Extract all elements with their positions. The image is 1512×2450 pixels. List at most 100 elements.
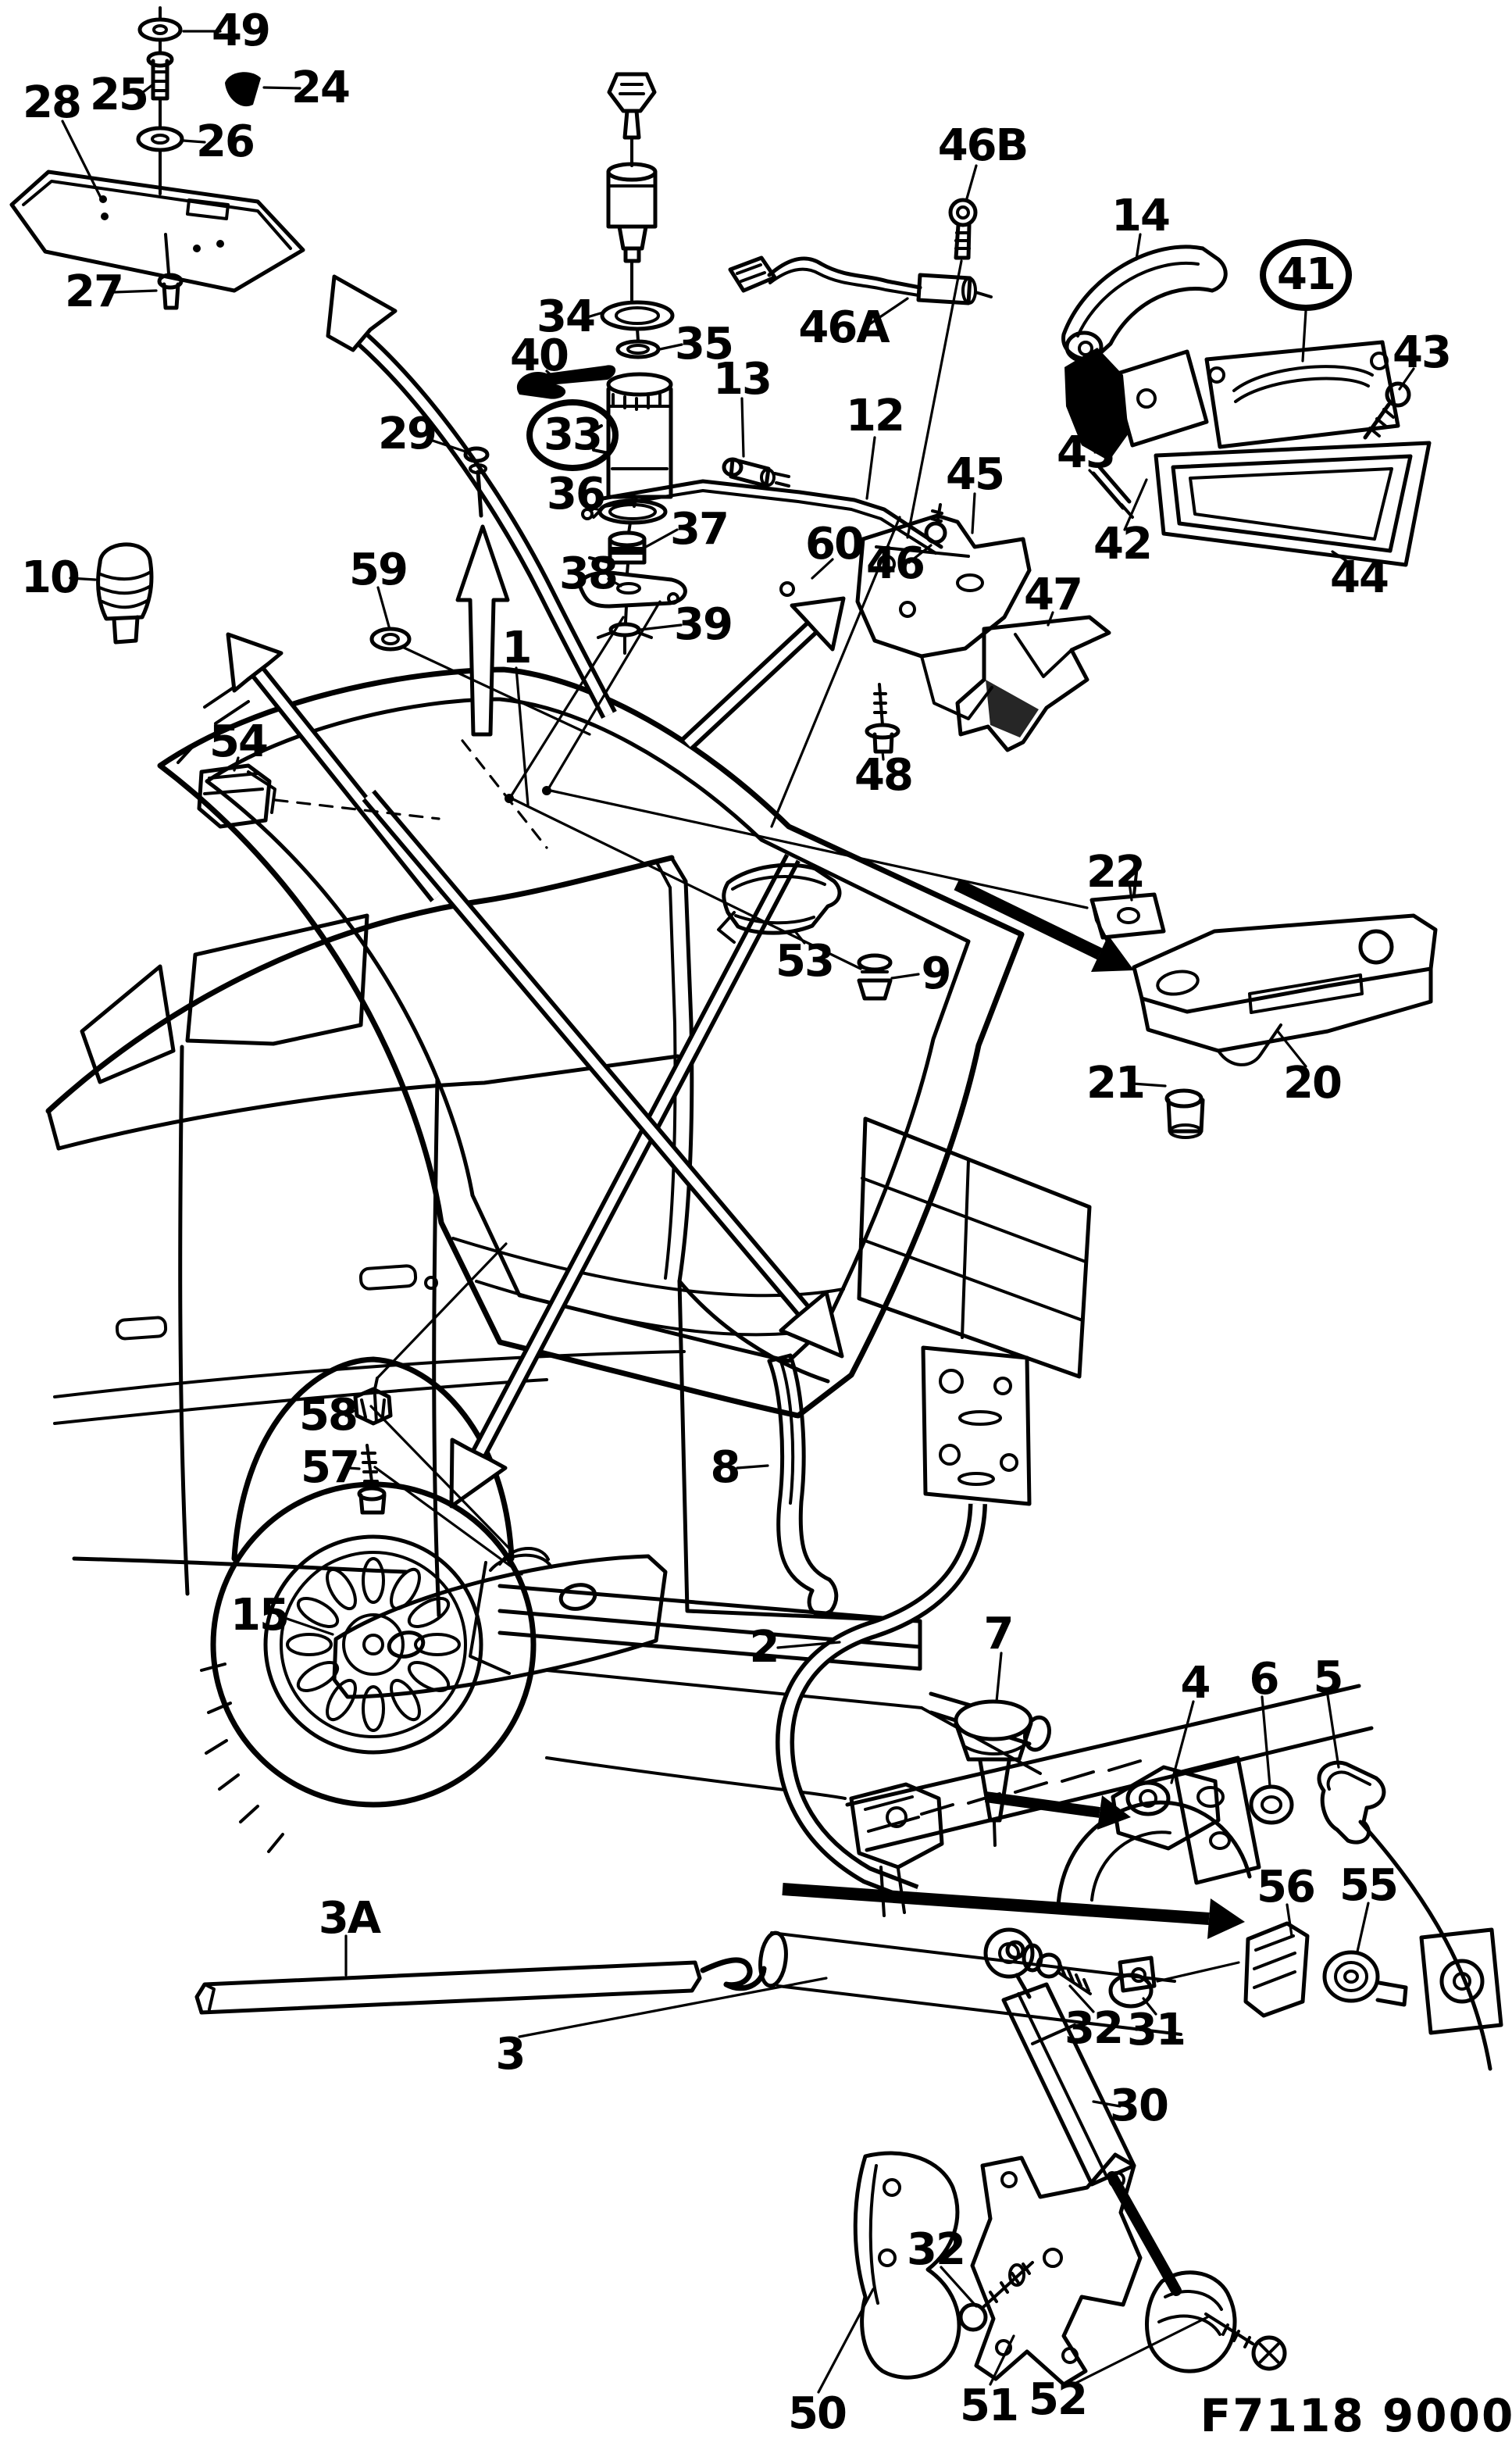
part-label-55: 55 xyxy=(1339,1860,1399,1911)
part-label-12: 12 xyxy=(846,391,905,441)
part-label-35: 35 xyxy=(675,319,734,370)
clip-53 xyxy=(717,862,842,944)
part-label-31: 31 xyxy=(1127,2005,1186,2055)
plug-9 xyxy=(857,953,893,1001)
lock-cylinder-stack xyxy=(516,72,790,655)
part-label-32: 32 xyxy=(1064,2003,1124,2054)
part-label-38: 38 xyxy=(559,548,619,599)
spoiler-fasteners xyxy=(136,6,261,310)
part-label-3A: 3A xyxy=(318,1893,381,1944)
leader-lines xyxy=(61,30,1415,2394)
screw-57 xyxy=(357,1444,387,1515)
plate-38 xyxy=(578,570,687,609)
part-label-41: 41 xyxy=(1260,239,1352,311)
hinge-plate xyxy=(921,1345,1032,1506)
bracket-4 xyxy=(1111,1755,1261,1885)
pin-13 xyxy=(722,457,790,488)
part-label-58: 58 xyxy=(299,1390,358,1441)
buffer-10 xyxy=(96,542,154,645)
grommet-55 xyxy=(1322,1927,1503,2035)
part-label-21: 21 xyxy=(1086,1058,1146,1109)
screw-48 xyxy=(865,683,900,754)
part-label-3: 3 xyxy=(495,2029,526,2080)
part-label-54: 54 xyxy=(209,716,269,767)
part-label-46B: 46B xyxy=(937,120,1029,171)
guide-wedge-47 xyxy=(955,615,1111,752)
part-label-10: 10 xyxy=(21,552,80,603)
part-label-49: 49 xyxy=(212,5,271,56)
screw-32a xyxy=(1005,1940,1092,1995)
clip-56 xyxy=(1243,1921,1310,2018)
part-label-25: 25 xyxy=(90,70,149,120)
harness-46A xyxy=(728,255,993,305)
part-label-32: 32 xyxy=(907,2224,966,2275)
part-label-43: 43 xyxy=(1393,327,1452,378)
part-label-43: 43 xyxy=(1057,427,1116,478)
bolt-46 xyxy=(924,503,947,545)
direction-arrows-outline xyxy=(226,274,846,1509)
locking-rod-3A xyxy=(194,1960,702,2015)
clip-5 xyxy=(1317,1760,1386,1845)
screw-32b xyxy=(958,2261,1034,2332)
part-label-46A: 46A xyxy=(798,302,890,353)
part-label-50: 50 xyxy=(788,2388,847,2439)
part-label-29: 29 xyxy=(378,409,437,459)
part-label-15: 15 xyxy=(230,1590,290,1641)
washer-59 xyxy=(369,627,412,652)
part-label-34: 34 xyxy=(537,291,596,342)
lock-lever-dark xyxy=(1064,348,1209,519)
lock-rod-12 xyxy=(581,479,943,555)
black-arrows xyxy=(782,878,1245,1939)
tension-spring-3 xyxy=(700,1930,1182,2036)
part-label-51: 51 xyxy=(960,2380,1019,2431)
part-label-20: 20 xyxy=(1283,1058,1343,1109)
part-label-27: 27 xyxy=(65,266,124,317)
part-label-8: 8 xyxy=(710,1442,741,1493)
part-label-1: 1 xyxy=(501,623,533,673)
part-label-22: 22 xyxy=(1086,847,1146,898)
part-label-14: 14 xyxy=(1111,191,1171,241)
hinge-cluster xyxy=(849,1782,944,1917)
part-label-39: 39 xyxy=(674,599,733,650)
bracket-51 xyxy=(970,2152,1143,2387)
handle-frame-44 xyxy=(1154,441,1432,567)
part-label-33: 33 xyxy=(526,399,619,471)
spring-60 xyxy=(779,581,795,597)
part-label-59: 59 xyxy=(349,545,408,595)
part-label-47: 47 xyxy=(1024,570,1083,620)
part-label-4: 4 xyxy=(1180,1658,1211,1709)
part-label-37: 37 xyxy=(670,504,729,555)
part-label-9: 9 xyxy=(921,948,952,999)
part-label-42: 42 xyxy=(1093,519,1153,570)
handle-plate-41 xyxy=(1204,340,1411,449)
part-label-44: 44 xyxy=(1330,552,1389,603)
part-label-13: 13 xyxy=(713,354,772,405)
part-label-30: 30 xyxy=(1110,2080,1169,2131)
part-label-5: 5 xyxy=(1313,1652,1344,1703)
part-label-60: 60 xyxy=(805,519,865,570)
part-label-36: 36 xyxy=(547,469,606,520)
part-label-24: 24 xyxy=(291,62,351,113)
clip-40 xyxy=(516,365,616,399)
clip-54 xyxy=(197,763,440,829)
guide-channel-8 xyxy=(767,1353,839,1616)
screw-46B xyxy=(906,198,978,539)
latch-bracket-45 xyxy=(855,513,1032,720)
washer-6 xyxy=(1249,1784,1294,1825)
bracket-50 xyxy=(853,2151,961,2380)
part-label-52: 52 xyxy=(1029,2374,1088,2425)
part-label-7: 7 xyxy=(983,1609,1015,1659)
knob-7 xyxy=(954,1699,1033,1847)
plate-15 xyxy=(332,1547,668,1699)
part-label-40: 40 xyxy=(510,330,569,381)
part-label-45: 45 xyxy=(946,449,1005,500)
striker-plate-20 xyxy=(1132,913,1438,1066)
bolt-52 xyxy=(1204,2312,1287,2371)
cage-nut-22 xyxy=(1089,864,1166,943)
pin-29 xyxy=(463,446,490,518)
nut-31 xyxy=(1108,1955,1240,2009)
spoiler-panel-28 xyxy=(9,170,305,293)
nut-58 xyxy=(353,1242,508,1426)
